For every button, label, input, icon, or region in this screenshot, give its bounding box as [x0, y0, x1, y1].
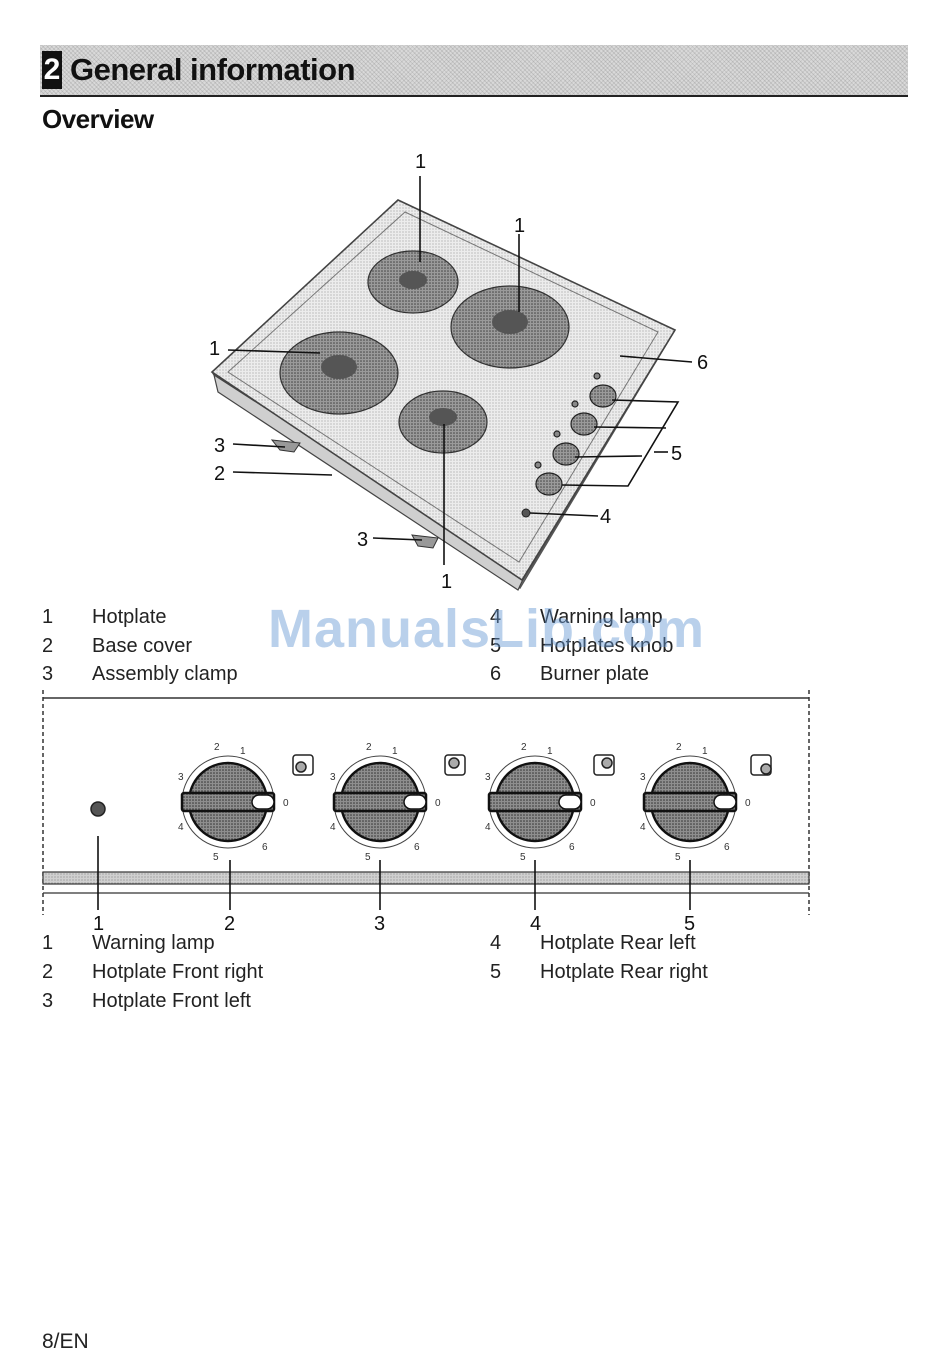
dial-mark: 6: [262, 842, 268, 853]
callout-base-cover: 2: [214, 463, 225, 485]
section-number: 2: [42, 51, 62, 89]
dial-mark: 4: [178, 822, 184, 833]
dial-mark: 3: [178, 772, 184, 783]
dial-mark: 1: [240, 746, 246, 757]
dial-mark: 5: [213, 852, 219, 863]
dial-mark: 3: [640, 772, 646, 783]
dial-mark: 0: [435, 798, 441, 809]
assembly-clamp-front: [411, 534, 439, 549]
hotplate-position-symbols: [292, 754, 772, 776]
hotplate-rear-right: [450, 285, 570, 369]
dial-mark: 4: [485, 822, 491, 833]
section-title: General information: [70, 52, 356, 87]
callout-warning-lamp: 4: [600, 506, 611, 528]
callout-hotplate-b: 1: [514, 215, 525, 237]
knob-front-right: [180, 754, 276, 850]
panel-callout-2: 2: [224, 913, 235, 935]
hotplate-front-right: [398, 390, 488, 454]
dial-mark: 5: [365, 852, 371, 863]
hob-overview-figure: 1 1 1 1 3 2 3 6 5 4: [209, 151, 708, 593]
knob-front-left: [332, 754, 428, 850]
dial-mark: 0: [590, 798, 596, 809]
leader-lines: [227, 176, 693, 565]
callout-knob: 5: [671, 443, 682, 465]
callout-assembly-clamp-b: 3: [357, 529, 368, 551]
callout-hotplate-d: 1: [441, 571, 452, 593]
warning-lamp: [521, 508, 531, 518]
knobs: [534, 372, 617, 496]
dial-mark: 5: [675, 852, 681, 863]
dial-mark: 4: [640, 822, 646, 833]
hotplate-front-left: [279, 331, 399, 415]
page-number: 8/EN: [42, 1330, 89, 1353]
dial-mark: 2: [521, 742, 527, 753]
dial-mark: 1: [392, 746, 398, 757]
dial-mark: 0: [745, 798, 751, 809]
dial-mark: 5: [520, 852, 526, 863]
callout-assembly-clamp-a: 3: [214, 435, 225, 457]
hob-inner-rim: [227, 211, 659, 563]
section-header: 2 General information: [40, 45, 908, 97]
dial-mark: 4: [330, 822, 336, 833]
dial-mark: 6: [724, 842, 730, 853]
warning-lamp-panel: [90, 801, 106, 817]
dial-mark: 1: [702, 746, 708, 757]
dial-mark: 6: [569, 842, 575, 853]
knob-rear-left: [487, 754, 583, 850]
dial-mark: 1: [547, 746, 553, 757]
dial-mark: 0: [283, 798, 289, 809]
panel-leader-lines: [97, 836, 691, 910]
callout-hotplate-c: 1: [209, 338, 220, 360]
dial-mark: 6: [414, 842, 420, 853]
dial-mark: 2: [676, 742, 682, 753]
hotplate-rear-left: [367, 250, 459, 314]
watermark: ManualsLib.com: [268, 599, 706, 659]
callout-burner-plate: 6: [697, 352, 708, 374]
dial-mark: 3: [330, 772, 336, 783]
panel-callout-3: 3: [374, 913, 385, 935]
callout-hotplate-a: 1: [415, 151, 426, 173]
dial-mark: 2: [366, 742, 372, 753]
dial-mark: 3: [485, 772, 491, 783]
knob-rear-right: [642, 754, 738, 850]
subheading-overview: Overview: [42, 104, 154, 134]
dial-mark: 2: [214, 742, 220, 753]
